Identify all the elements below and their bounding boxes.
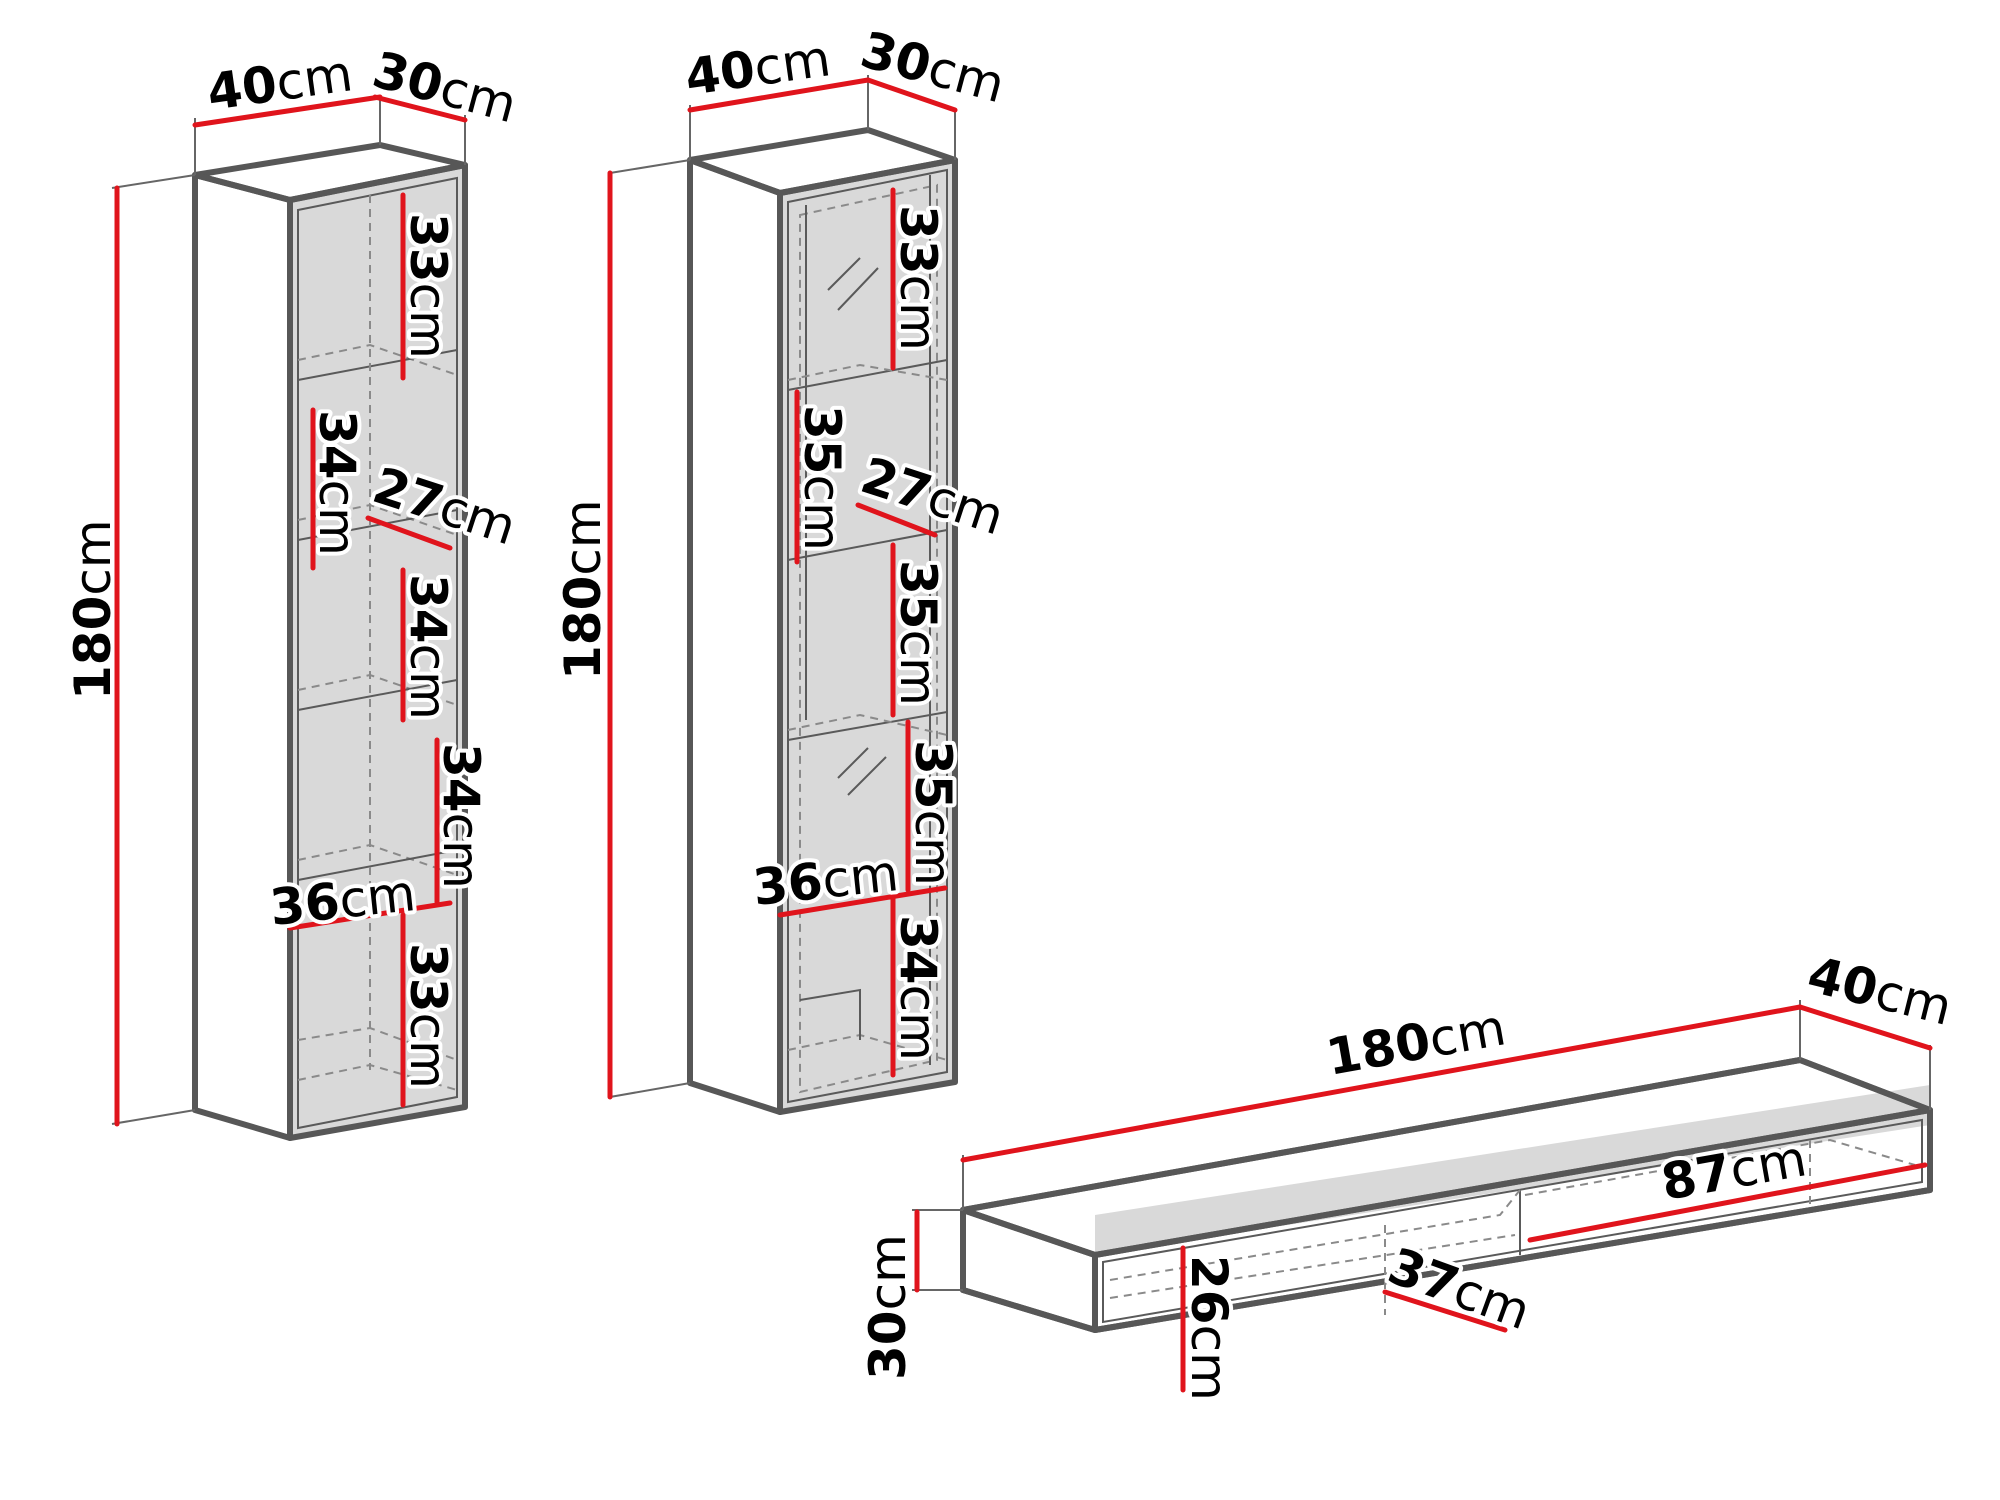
cabinet-glass-shelf3-label: 35cm [889,560,947,706]
tv-unit-width-line [960,1004,1803,1163]
cabinet-glass-height-label: 180cm [554,499,612,680]
cabinet-open-shelves-lines [297,195,458,1091]
cabinet-open-shelves: 40cm 30cm 180cm 33cm 34cm 34cm 34cm 33cm… [60,37,527,1141]
tv-unit-compartment-height-label: 26cm [1180,1255,1238,1401]
cabinet-glass-shelf1-label: 33cm [889,205,947,351]
cabinet-open-shelf4-label: 34cm [432,743,490,889]
cabinet-open-inner-width-label: 36cm [267,864,418,937]
cabinet-glass-doors: 40cm 30cm 180cm 33cm 35cm 35cm 35cm 34cm… [550,17,1015,1115]
cabinet-open-height-label: 180cm [64,519,122,700]
tv-unit: 180cm 40cm 30cm 87cm 26cm 37cm [855,941,1962,1404]
tv-unit-height-label: 30cm [859,1234,917,1380]
cabinet-glass-inner-width-label: 36cm [750,844,901,917]
tv-unit-width-label: 180cm [1322,998,1510,1086]
cabinet-glass-shelf4-label: 35cm [904,740,962,886]
glass-reflection-icon [827,257,887,796]
cabinet-open-depth-label: 30cm [367,41,523,135]
cabinet-open-shelf2-label: 34cm [308,410,366,556]
cabinet-open-shelf3-label: 34cm [399,574,457,720]
cabinet-open-depth-line [372,94,468,123]
cabinet-glass-front [777,157,958,1115]
cabinet-open-width-label: 40cm [204,44,356,122]
cabinet-glass-shelf5-label: 34cm [889,915,947,1061]
cabinet-glass-side [687,157,783,1115]
cabinet-glass-width-label: 40cm [682,29,834,107]
cabinet-open-shelf1-label: 33cm [399,213,457,359]
tv-unit-depth-label: 40cm [1802,945,1957,1037]
cabinet-open-width-line [192,94,383,128]
cabinet-glass-shelf2-label: 35cm [793,405,851,551]
cabinet-open-front-shadow [290,165,465,1138]
cabinet-open-side [192,172,293,1141]
cabinet-open-shelf5-label: 33cm [399,943,457,1089]
cabinet-open-front [287,162,468,1141]
